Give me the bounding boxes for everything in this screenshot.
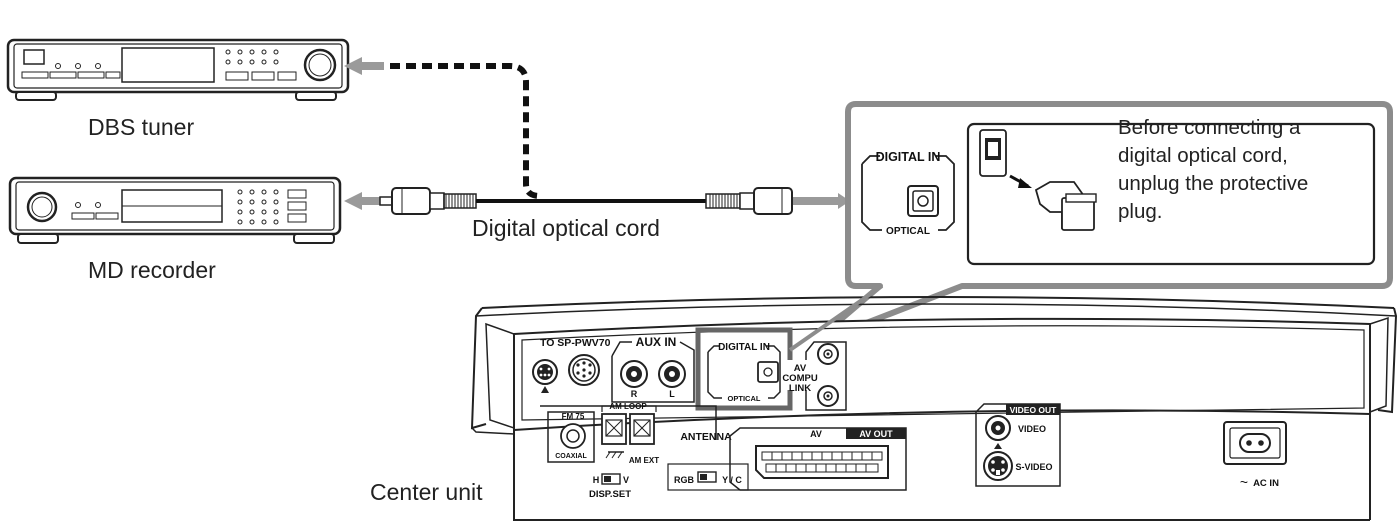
sp-connector-large xyxy=(568,354,600,386)
center-unit-device: TO SP-PWV70 AUX IN R L xyxy=(470,296,1398,521)
antenna-label: ANTENNA xyxy=(680,431,732,443)
yc-label: Y / C xyxy=(722,475,742,485)
compu-link-jack-bottom xyxy=(817,385,839,407)
callout-leader-lines xyxy=(788,284,884,352)
ac-wave-icon: ~ xyxy=(1240,474,1248,490)
callout-optical-label: OPTICAL xyxy=(886,226,930,237)
callout-digital-in-panel: DIGITAL IN OPTICAL xyxy=(861,150,955,237)
note-line-4: plug. xyxy=(1118,200,1163,223)
signal-arrows xyxy=(344,57,850,210)
aux-l-label: L xyxy=(669,389,675,399)
dotted-connection xyxy=(390,63,541,199)
cable-label: Digital optical cord xyxy=(472,215,660,241)
md-recorder-label: MD recorder xyxy=(88,257,216,283)
md-recorder-device xyxy=(8,176,342,244)
av-compu-link-line3: LINK xyxy=(789,383,811,394)
aux-l-jack xyxy=(658,360,686,388)
scart-connector xyxy=(755,445,889,479)
aux-in-label: AUX IN xyxy=(636,335,677,349)
compu-link-jack-top xyxy=(817,343,839,365)
s-video-label: S-VIDEO xyxy=(1015,462,1052,472)
fm-coaxial-jack xyxy=(560,423,586,449)
av-out-header xyxy=(846,428,906,439)
aux-r-label: R xyxy=(631,389,638,399)
sp-connector-small xyxy=(532,359,558,393)
am-ext-label: AM EXT xyxy=(629,456,659,465)
optical-port-icon xyxy=(907,185,939,217)
ac-in-label: AC IN xyxy=(1253,478,1279,489)
center-unit-label: Center unit xyxy=(370,479,483,505)
callout-bubble: DIGITAL IN OPTICAL xyxy=(809,101,1393,347)
av-label: AV xyxy=(810,429,822,439)
protective-plug-note: Before connecting a digital optical cord… xyxy=(1118,114,1368,226)
note-line-2: digital optical cord, xyxy=(1118,144,1288,167)
am-loop-label: AM LOOP xyxy=(609,402,647,411)
am-terminals xyxy=(601,413,655,459)
video-label: VIDEO xyxy=(1018,424,1046,434)
av-compu-link-line2: COMPU xyxy=(782,373,818,384)
video-out-header xyxy=(1006,404,1060,415)
dbs-tuner-device xyxy=(6,38,350,101)
video-out-label: VIDEO OUT xyxy=(1010,405,1058,415)
to-sp-label: TO SP-PWV70 xyxy=(540,337,611,349)
av-out-label: AV OUT xyxy=(859,429,893,439)
protective-plug-illustration xyxy=(979,129,1097,231)
rgb-label: RGB xyxy=(674,475,695,485)
panel-optical-label: OPTICAL xyxy=(728,394,761,403)
fm75-label: FM 75 xyxy=(562,412,585,421)
video-jack xyxy=(985,415,1011,441)
s-video-jack xyxy=(983,451,1013,481)
v-label: V xyxy=(623,475,629,485)
note-line-3: unplug the protective xyxy=(1118,172,1309,195)
ac-inlet xyxy=(1223,421,1287,465)
av-compu-link-line1: AV xyxy=(794,363,807,374)
note-line-1: Before connecting a xyxy=(1118,116,1301,139)
coaxial-label: COAXIAL xyxy=(555,453,587,460)
digital-optical-cord xyxy=(379,187,793,215)
disp-set-label: DISP.SET xyxy=(589,489,631,500)
h-label: H xyxy=(593,475,600,485)
dbs-tuner-label: DBS tuner xyxy=(88,114,195,140)
panel-optical-port xyxy=(757,361,779,383)
panel-digital-in-label: DIGITAL IN xyxy=(718,342,770,353)
callout-digital-in-label: DIGITAL IN xyxy=(876,150,941,164)
aux-r-jack xyxy=(620,360,648,388)
